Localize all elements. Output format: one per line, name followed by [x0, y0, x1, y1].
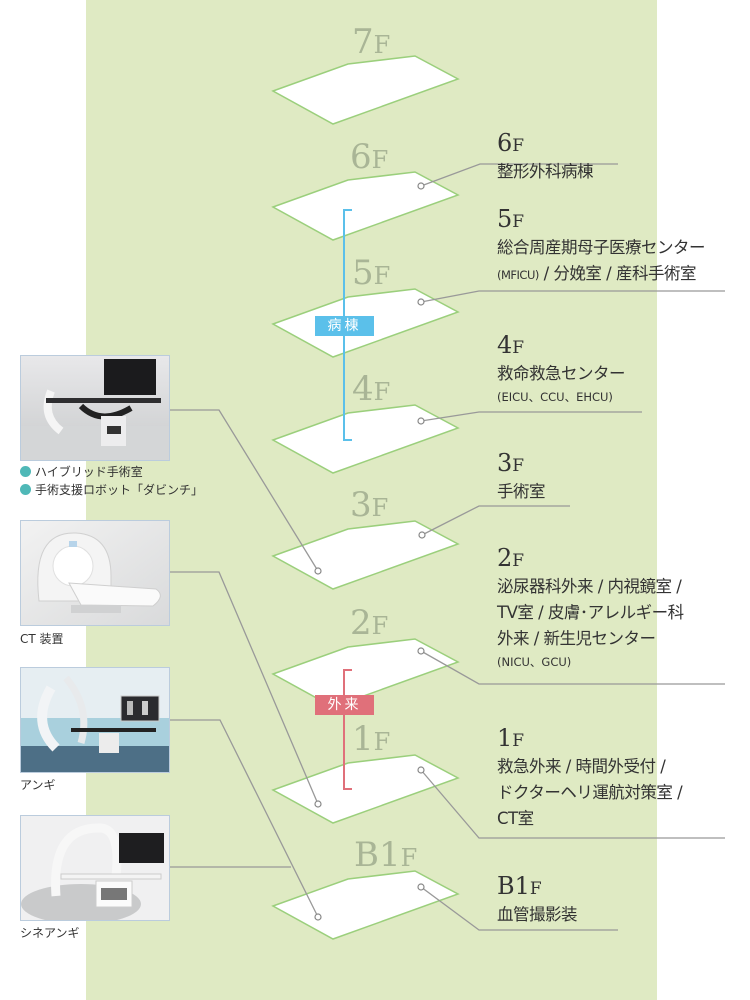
- caption-angio: アンギ: [20, 778, 56, 792]
- desc-5f: 5F 総合周産期母子医療センター (MFICU) / 分娩室 / 産科手術室: [497, 205, 706, 288]
- background-band: [86, 0, 657, 1000]
- dot-b1f-left: [314, 913, 322, 921]
- desc-floor-label: 3F: [497, 449, 525, 477]
- dot-1f-left: [314, 800, 322, 808]
- outpatient-tag: 外来: [315, 695, 374, 715]
- desc-line: (MFICU) / 分娩室 / 産科手術室: [497, 264, 696, 283]
- desc-line: CT室: [497, 809, 534, 828]
- leader-1f: [420, 769, 725, 839]
- ward-tag: 病棟: [315, 316, 374, 336]
- leader-4f: [420, 411, 642, 422]
- desc-line: 外来 / 新生児センター: [497, 629, 656, 648]
- dot-2f: [417, 647, 425, 655]
- dot-3f: [418, 531, 426, 539]
- desc-line: 血管撮影装: [497, 905, 578, 924]
- desc-floor-label: B1F: [497, 872, 542, 900]
- photo-ct: [20, 520, 170, 626]
- desc-floor-label: 2F: [497, 544, 525, 572]
- floor-plate-6f: [271, 171, 460, 241]
- desc-floor-label: 5F: [497, 205, 525, 233]
- desc-small: (EICU、CCU、EHCU): [497, 390, 613, 404]
- leader-5f: [420, 290, 725, 303]
- dot-3f-left: [314, 567, 322, 575]
- leader-2f: [420, 650, 725, 685]
- desc-4f: 4F 救命救急センター (EICU、CCU、EHCU): [497, 331, 626, 407]
- photo-cine-angio: [20, 815, 170, 921]
- photo-angio: [20, 667, 170, 773]
- dot-6f: [417, 182, 425, 190]
- desc-line: 手術室: [497, 482, 546, 501]
- floor-label-4f: 4F: [352, 369, 390, 409]
- leader-ct: [170, 571, 319, 805]
- bullet-icon: [20, 466, 31, 477]
- leader-6f: [420, 163, 618, 187]
- leader-3f: [421, 505, 570, 536]
- bullet-icon: [20, 484, 31, 495]
- caption-ct: CT 装置: [20, 632, 64, 646]
- desc-line: TV室 / 皮膚･アレルギー科: [497, 603, 684, 622]
- dot-1f: [417, 766, 425, 774]
- desc-line: 泌尿器科外来 / 内視鏡室 /: [497, 577, 682, 596]
- desc-line: ドクターヘリ運航対策室 /: [497, 783, 683, 802]
- desc-floor-label: 6F: [497, 129, 525, 157]
- desc-line: 整形外科病棟: [497, 162, 594, 181]
- desc-line: 救命救急センター: [497, 364, 626, 383]
- desc-b1f: B1F 血管撮影装: [497, 872, 578, 928]
- desc-line: 総合周産期母子医療センター: [497, 238, 706, 257]
- floor-label-3f: 3F: [350, 485, 388, 525]
- desc-floor-label: 4F: [497, 331, 525, 359]
- desc-6f: 6F 整形外科病棟: [497, 129, 594, 185]
- floor-plate-7f: [271, 55, 460, 125]
- caption-cine-angio: シネアンギ: [20, 926, 80, 940]
- desc-line: 救急外来 / 時間外受付 /: [497, 757, 666, 776]
- floor-label-5f: 5F: [352, 253, 390, 293]
- desc-2f: 2F 泌尿器科外来 / 内視鏡室 / TV室 / 皮膚･アレルギー科 外来 / …: [497, 545, 684, 672]
- outpatient-bracket: [343, 669, 352, 790]
- desc-3f: 3F 手術室: [497, 449, 546, 505]
- floor-plate-b1f: [271, 870, 460, 940]
- desc-1f: 1F 救急外来 / 時間外受付 / ドクターヘリ運航対策室 / CT室: [497, 724, 683, 832]
- floor-label-6f: 6F: [350, 137, 388, 177]
- dot-5f: [417, 298, 425, 306]
- floor-label-7f: 7F: [352, 22, 390, 62]
- floor-plate-4f: [271, 404, 460, 474]
- leader-b1f: [420, 886, 618, 931]
- caption-hybrid: ハイブリッド手術室 手術支援ロボット「ダビンチ」: [20, 463, 203, 499]
- photo-hybrid-or: [20, 355, 170, 461]
- right-leaders: [420, 163, 725, 931]
- dot-b1f: [417, 883, 425, 891]
- floor-label-b1f: B1F: [354, 835, 417, 875]
- floor-label-1f: 1F: [352, 719, 390, 759]
- dot-4f: [417, 417, 425, 425]
- desc-small: (NICU、GCU): [497, 655, 572, 669]
- floor-label-2f: 2F: [350, 603, 388, 643]
- desc-floor-label: 1F: [497, 724, 525, 752]
